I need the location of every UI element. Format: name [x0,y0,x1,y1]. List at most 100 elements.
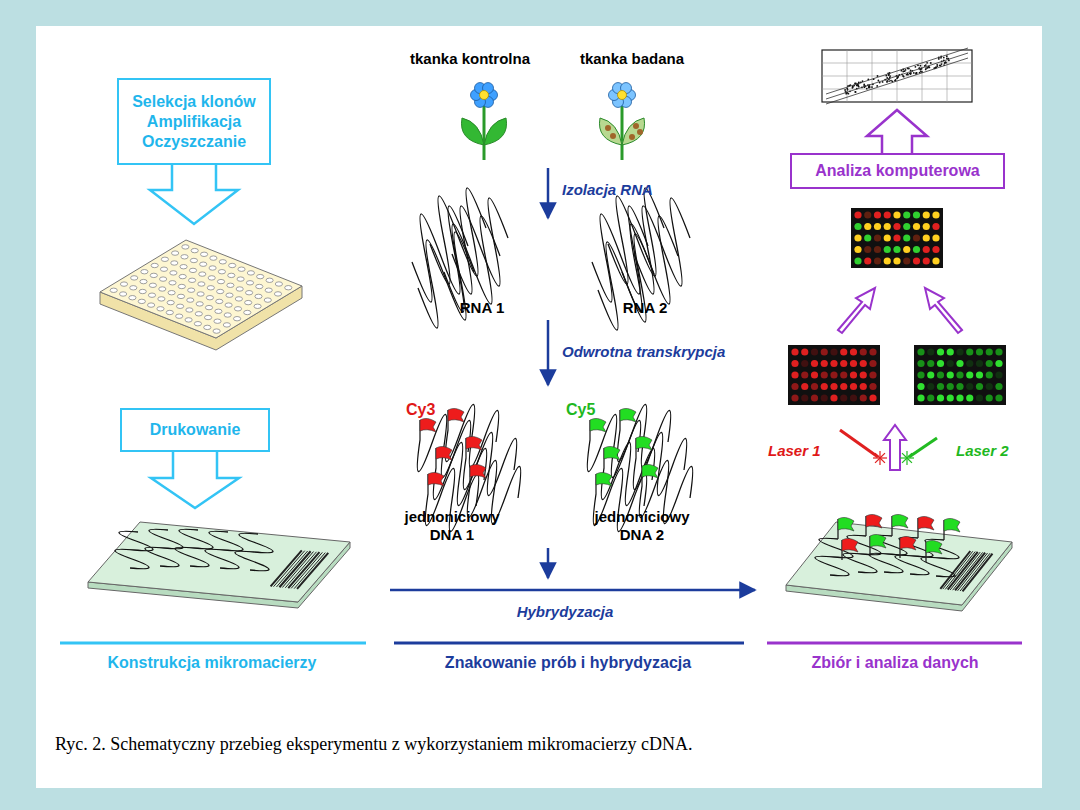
array-spot [874,246,881,253]
array-spot [821,348,828,355]
array-scan [914,345,1006,405]
dye-flag [420,418,436,432]
array-spot [850,360,857,367]
array-spot [830,383,837,390]
array-spot [947,371,954,378]
block-arrow [867,110,927,155]
data-point [930,62,932,64]
array-spot [801,360,808,367]
array-spot [966,371,973,378]
array-spot [893,234,900,241]
data-point [869,87,871,89]
array-spot [903,211,910,218]
array-spot [801,394,808,401]
plate-well [166,310,173,314]
plate-well [217,279,224,283]
section-label: Znakowanie prób i hybrydyzacja [445,653,691,672]
array-spot [932,223,939,230]
array-spot [976,360,983,367]
array-spot [869,371,876,378]
step-label: Odwrotna transkrypcja [562,343,725,361]
array-spot [966,394,973,401]
data-point [920,65,922,67]
dye-flag [838,517,854,531]
plate-well [200,262,207,266]
plate-well [209,266,216,270]
plate-well [148,303,155,307]
dye-flag [428,472,444,486]
data-point [910,72,912,74]
plate-well [275,282,282,286]
plant-leaf [484,118,507,145]
plate-well [266,278,273,282]
plant-leaf [461,118,484,145]
data-point [852,86,854,88]
plate-well [198,282,205,286]
array-spot [976,348,983,355]
array-spot [811,383,818,390]
plate-well [110,288,117,292]
barcode-bar [285,552,316,588]
data-point [852,87,854,89]
barcode-bar [282,552,313,588]
plate-well [265,288,272,292]
array-spot [913,223,920,230]
array-spot [864,211,871,218]
plate-well [195,312,202,316]
data-point [907,74,909,76]
array-spot [840,371,847,378]
array-spot [864,234,871,241]
plate-well [244,310,251,314]
plate-well [148,293,155,297]
plate-well [215,309,222,313]
plate-well [196,302,203,306]
data-point [869,86,871,88]
strand [205,531,243,569]
plate-well [182,245,189,249]
array-spot [821,383,828,390]
array-spot [860,383,867,390]
array-spot [917,394,924,401]
fit-line [826,48,968,94]
array-spot [903,246,910,253]
array-spot [917,360,924,367]
plate-well [229,263,236,267]
plate-well [213,329,220,333]
dye-flag [642,464,658,478]
plate-well [168,291,175,295]
array-spot [923,246,930,253]
array-spot [956,348,963,355]
data-point [854,82,856,84]
array-spot [893,223,900,230]
array-spot [854,223,861,230]
array-spot [947,360,954,367]
plate-well [140,279,147,283]
section-label: Zbiór i analiza danych [811,653,978,672]
dye-flag [436,446,452,460]
strand [921,539,959,577]
dye-flag [918,516,934,530]
plate-well [246,291,253,295]
array-spot [913,246,920,253]
plate-well [206,296,213,300]
plate-well [245,300,252,304]
strand [433,442,486,505]
flower-center [480,91,489,100]
array-spot [874,211,881,218]
plate-well [187,298,194,302]
data-point [926,62,928,64]
barcode-bar [962,554,992,592]
array-spot [884,257,891,264]
array-spot [923,211,930,218]
data-point [908,68,910,70]
array-spot [850,371,857,378]
array-spot [801,348,808,355]
block-arrow [151,450,239,508]
laser-spark [880,458,885,463]
plate-well [234,307,241,311]
step-label: jednoniciowy DNA 1 [390,508,514,544]
array-spot [830,394,837,401]
data-point [876,85,878,87]
section-rule [767,642,1022,645]
section-label: Konstrukcja mikromacierzy [108,653,317,672]
